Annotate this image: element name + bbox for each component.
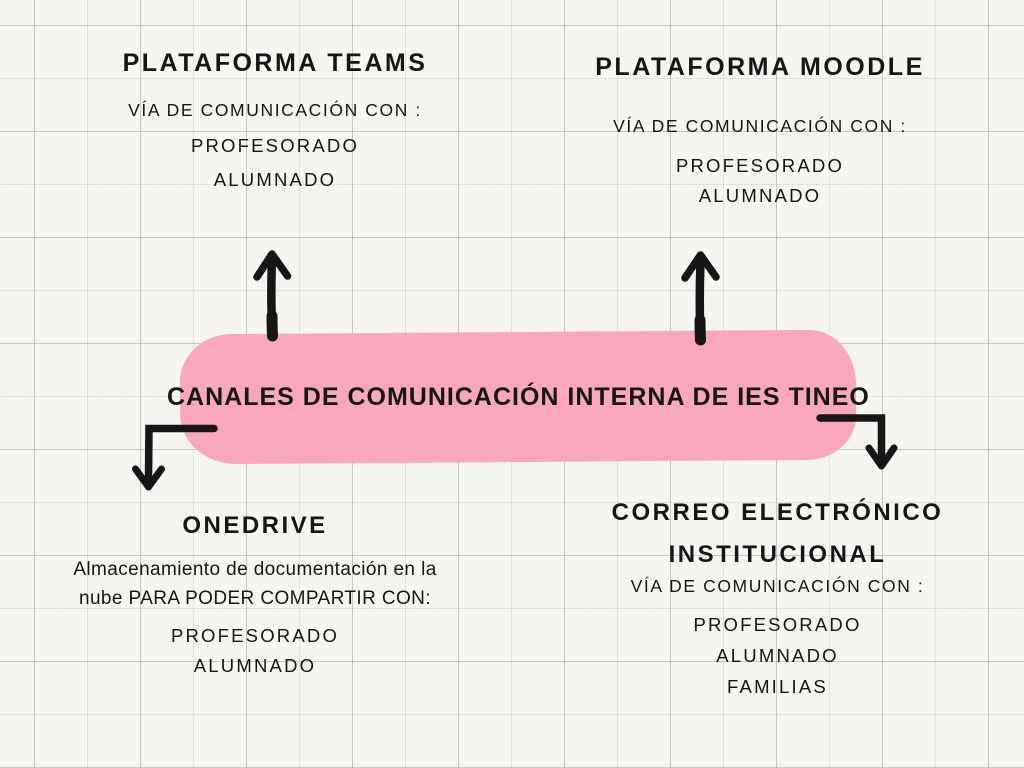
correo-audience-familias: FAMILIAS <box>727 676 828 697</box>
teams-audience-profesorado: PROFESORADO <box>190 135 360 156</box>
node-correo-electronico: CORREO ELECTRÓNICO INSTITUCIONAL VÍA DE … <box>610 498 945 707</box>
node-onedrive: ONEDRIVE Almacenamiento de documentación… <box>55 511 455 685</box>
node-plataforma-teams: PLATAFORMA TEAMS VÍA DE COMUNICACIÓN CON… <box>110 48 440 203</box>
correo-title-line2: INSTITUCIONAL <box>668 541 887 568</box>
correo-subtitle: VÍA DE COMUNICACIÓN CON : <box>630 576 925 596</box>
onedrive-description-line1: Almacenamiento de documentación en la <box>73 559 437 580</box>
teams-title: PLATAFORMA TEAMS <box>122 49 428 77</box>
arrow-up-to-moodle-icon <box>681 251 720 346</box>
correo-title-line1: CORREO ELECTRÓNICO <box>611 499 944 526</box>
arrow-up-to-teams-icon <box>253 250 292 342</box>
teams-subtitle: VÍA DE COMUNICACIÓN CON : <box>128 100 422 120</box>
onedrive-description-line2: nube PARA PODER COMPARTIR CON: <box>79 588 431 609</box>
onedrive-audience-profesorado: PROFESORADO <box>170 625 340 646</box>
central-topic-banner: CANALES DE COMUNICACIÓN INTERNA DE IES T… <box>167 329 869 465</box>
central-topic-title: CANALES DE COMUNICACIÓN INTERNA DE IES T… <box>166 382 870 411</box>
moodle-subtitle: VÍA DE COMUNICACIÓN CON : <box>613 116 907 136</box>
teams-audience-alumnado: ALUMNADO <box>213 169 337 190</box>
moodle-title: PLATAFORMA MOODLE <box>595 53 925 81</box>
moodle-audience-profesorado: PROFESORADO <box>675 155 845 176</box>
correo-audience-alumnado: ALUMNADO <box>716 645 839 666</box>
correo-audience-profesorado: PROFESORADO <box>693 614 862 635</box>
onedrive-title: ONEDRIVE <box>182 512 328 539</box>
moodle-audience-alumnado: ALUMNADO <box>698 185 822 206</box>
node-plataforma-moodle: PLATAFORMA MOODLE VÍA DE COMUNICACIÓN CO… <box>595 52 925 215</box>
onedrive-audience-alumnado: ALUMNADO <box>193 655 317 676</box>
